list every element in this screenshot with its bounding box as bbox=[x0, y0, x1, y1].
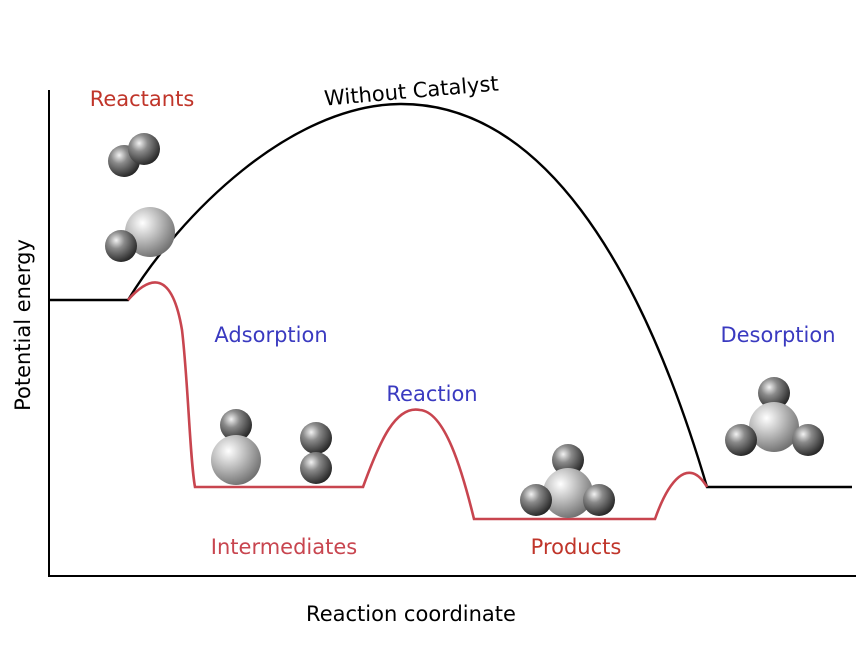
reactants-label: Reactants bbox=[90, 87, 195, 111]
y-axis-label: Potential energy bbox=[11, 239, 35, 411]
product-adsorbed-molecule bbox=[520, 444, 615, 518]
catalyzed-curve bbox=[127, 281, 709, 521]
reactant-molecule-catalyst bbox=[105, 207, 175, 262]
desorption-label: Desorption bbox=[720, 323, 835, 347]
adsorption-label: Adsorption bbox=[214, 323, 327, 347]
desorbed-product-molecule bbox=[725, 377, 824, 456]
products-label: Products bbox=[531, 535, 622, 559]
x-axis-label: Reaction coordinate bbox=[306, 602, 516, 626]
uncatalyzed-curve bbox=[49, 102, 852, 489]
reaction-label: Reaction bbox=[386, 382, 477, 406]
intermediate-diatomic-molecule bbox=[300, 422, 332, 484]
intermediates-label: Intermediates bbox=[211, 535, 357, 559]
reactant-molecule-pair bbox=[108, 133, 160, 177]
intermediate-adsorbed-molecule bbox=[211, 409, 261, 485]
